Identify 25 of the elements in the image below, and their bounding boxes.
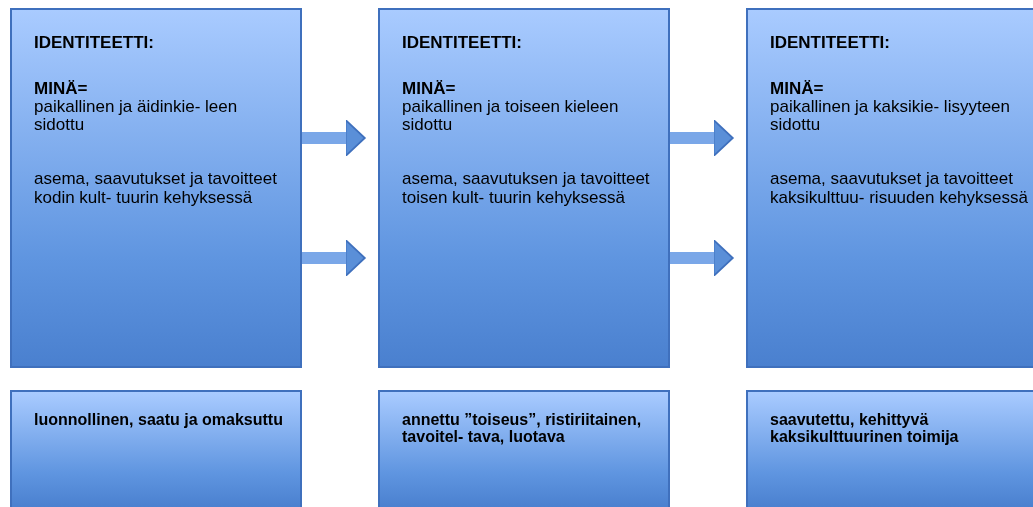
subheading: MINÄ= [34, 79, 89, 98]
summary-text: annettu ”toiseus”, ristiriitainen, tavoitel- tava, luotava [402, 412, 643, 446]
body-text: asema, saavutukset ja tavoitteet kodin kult- tuurin kehyksessä [34, 170, 278, 208]
block-arrow [302, 239, 366, 277]
heading: IDENTITEETTI: [770, 34, 891, 52]
heading: IDENTITEETTI: [402, 34, 523, 52]
body-text: paikallinen ja toiseen kieleen sidottu [402, 97, 620, 135]
block-arrow [670, 239, 734, 277]
identity-box [746, 8, 1033, 368]
summary-box [378, 390, 670, 507]
subheading: MINÄ= [770, 79, 825, 98]
body-text: paikallinen ja äidinkie- leen sidottu [34, 97, 239, 135]
summary-box [746, 390, 1033, 507]
heading: IDENTITEETTI: [34, 34, 155, 52]
block-arrow [302, 119, 366, 157]
subheading: MINÄ= [402, 79, 457, 98]
summary-text: saavutettu, kehittyvä kaksikulttuurinen toimija [770, 412, 960, 446]
summary-box [10, 390, 302, 507]
body-text: asema, saavutuksen ja tavoitteet toisen kult- tuurin kehyksessä [402, 170, 651, 208]
body-text: asema, saavutukset ja tavoitteet kaksikulttuu- risuuden kehyksessä [770, 170, 1029, 208]
identity-box [378, 8, 670, 368]
block-arrow [670, 119, 734, 157]
summary-text: luonnollinen, saatu ja omaksuttu [34, 412, 284, 429]
body-text: paikallinen ja kaksikie- lisyyteen sidottu [770, 97, 1011, 135]
identity-box [10, 8, 302, 368]
